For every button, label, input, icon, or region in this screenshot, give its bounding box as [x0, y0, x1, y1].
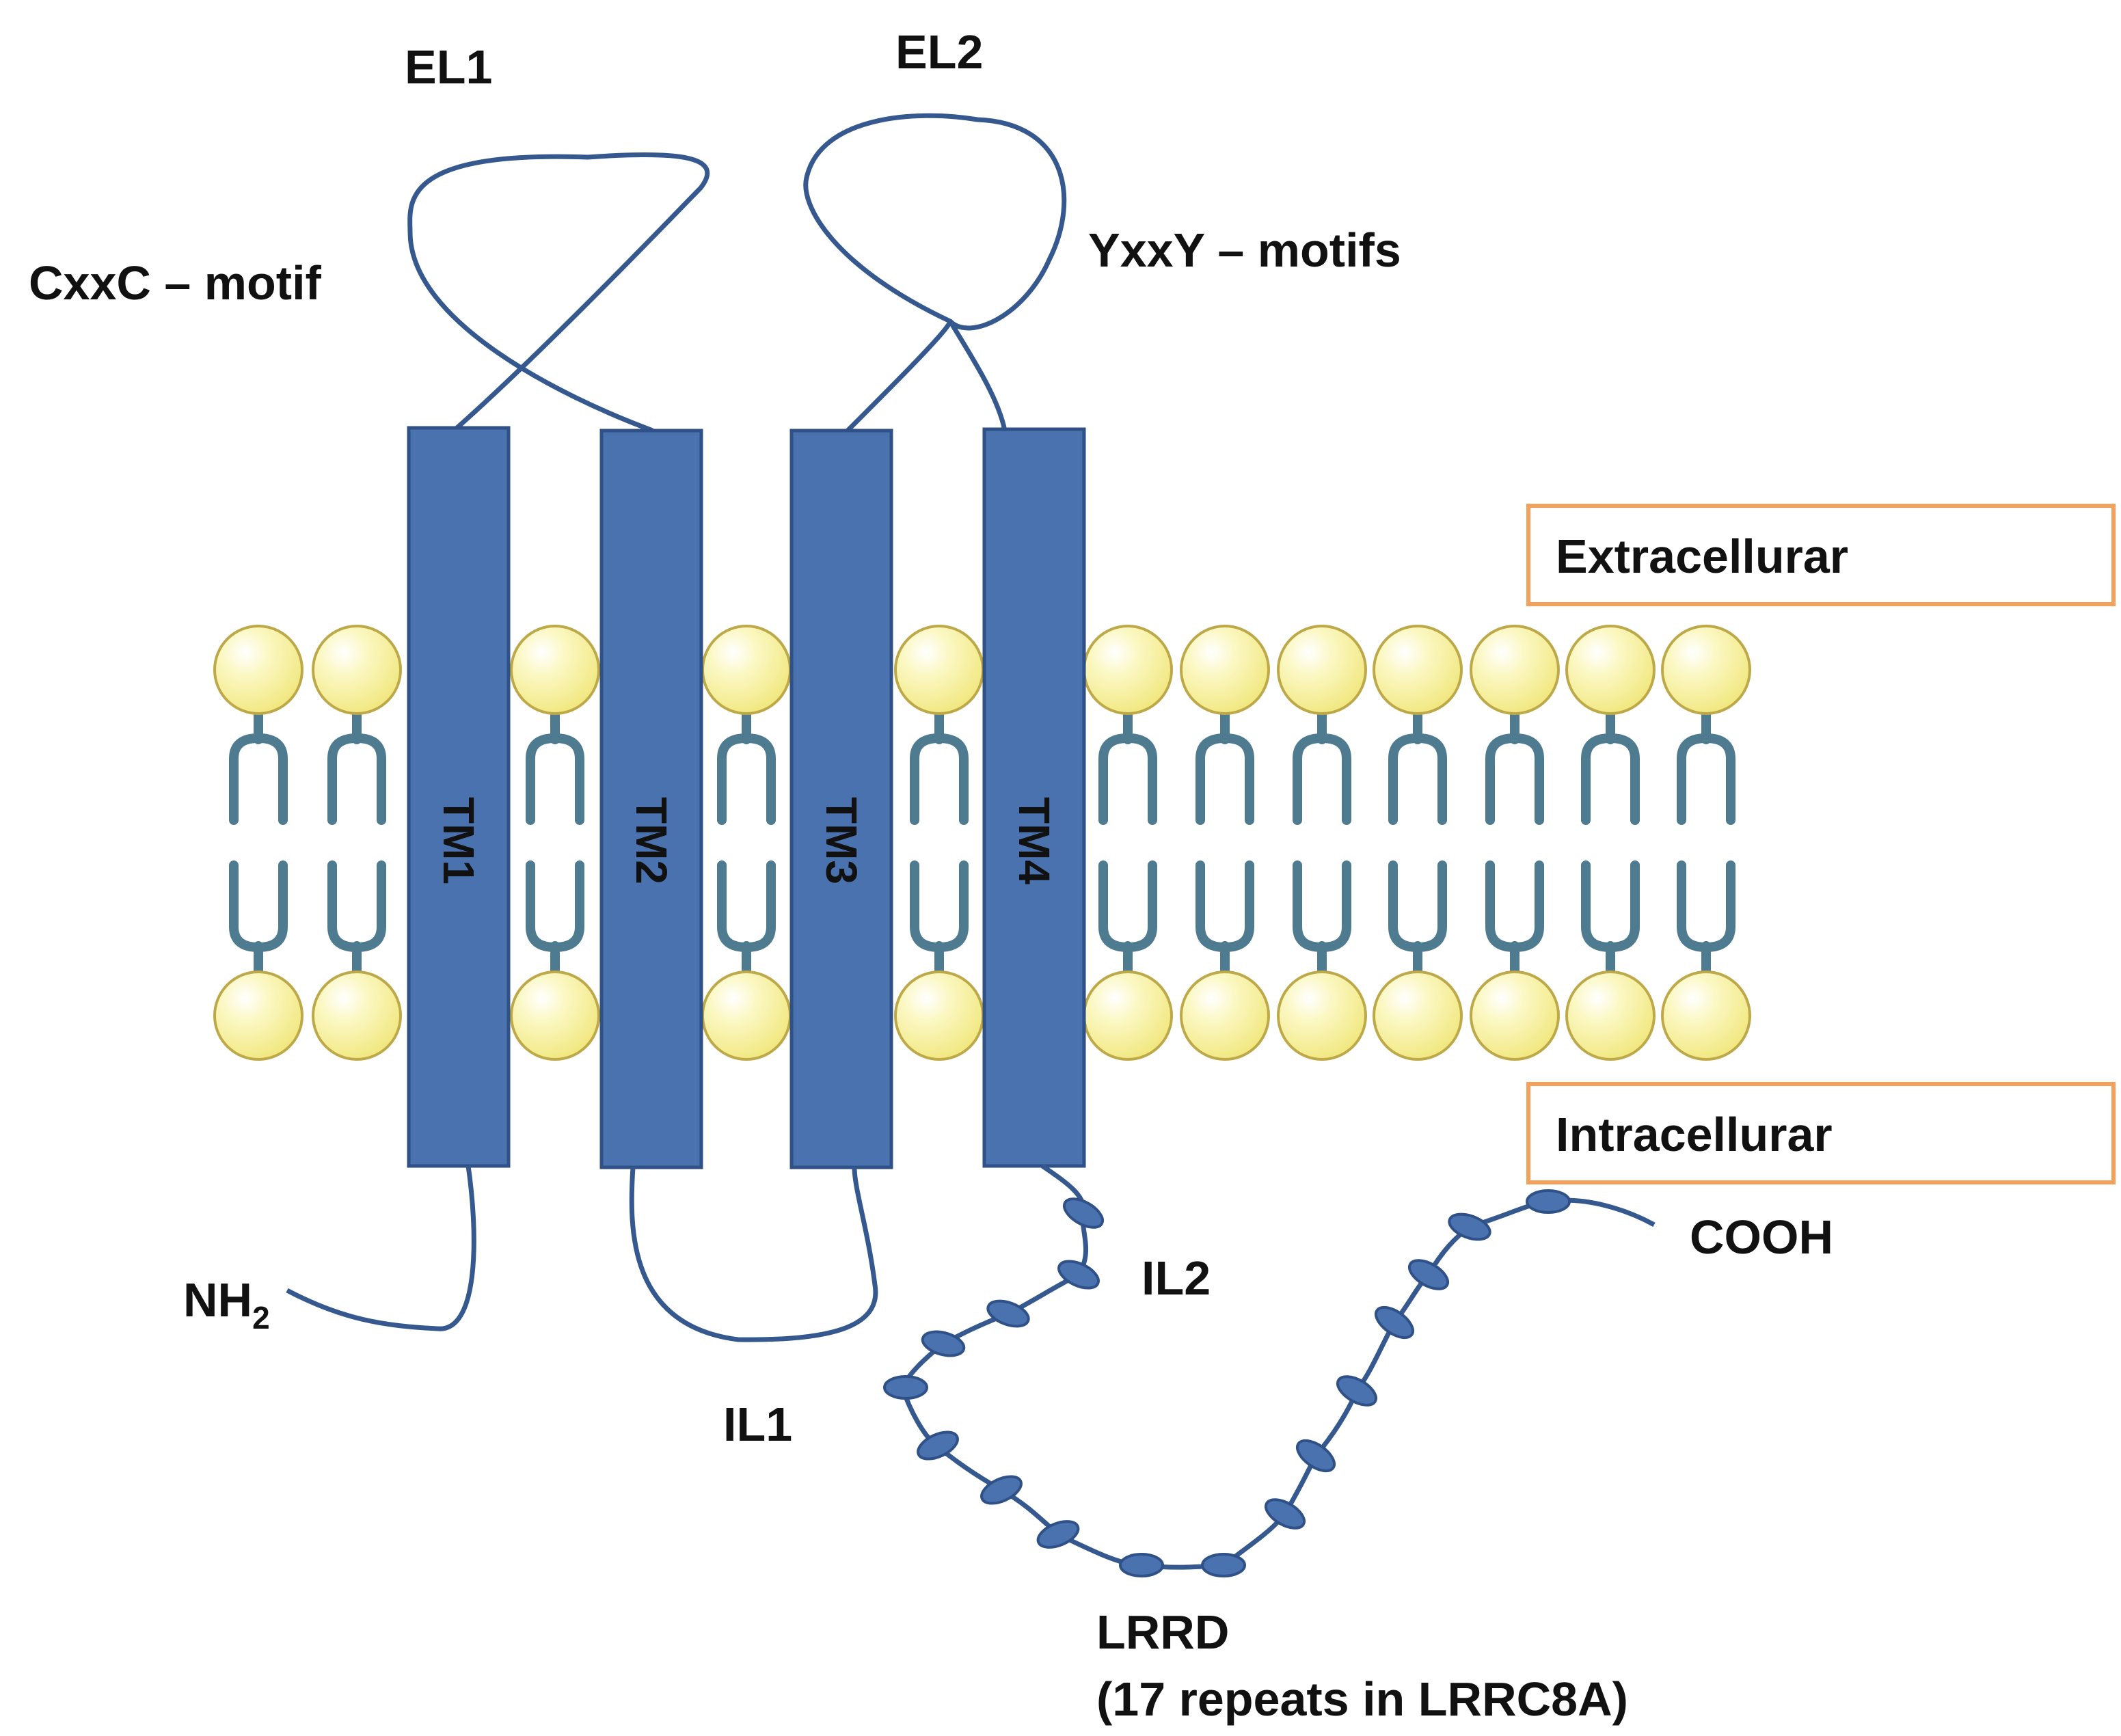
upper-lipid-head-3 [510, 625, 600, 715]
il1-loop [629, 1167, 878, 1342]
lower-lipid-tail-8 [1293, 860, 1351, 977]
upper-lipid-tail-6 [1098, 709, 1157, 825]
upper-lipid-head-5 [894, 625, 984, 715]
intracellular-label: Intracellurar [1556, 1108, 1833, 1161]
il2-label: IL2 [1141, 1251, 1211, 1305]
lrr-bead-13 [1336, 1375, 1378, 1407]
extracellular-label: Extracellurar [1556, 530, 1848, 583]
lrrd-label: LRRD [1096, 1605, 1229, 1659]
el1-label: EL1 [405, 40, 492, 94]
lrr-bead-12 [1295, 1439, 1336, 1473]
tm1-label: TM1 [434, 797, 483, 884]
lower-lipid-tail-10 [1485, 860, 1544, 977]
lower-lipid-head-1 [213, 971, 303, 1061]
upper-lipid-tail-8 [1293, 709, 1351, 825]
lower-lipid-head-7 [1180, 971, 1270, 1061]
lrr-bead-7 [980, 1475, 1023, 1505]
el1-loop [407, 152, 710, 433]
tm3-label: TM3 [817, 797, 866, 884]
lrr-bead-4 [921, 1330, 966, 1357]
upper-lipid-tail-1 [229, 709, 288, 825]
tm2-label: TM2 [627, 797, 676, 884]
upper-lipid-tail-2 [327, 709, 386, 825]
lower-lipid-head-9 [1373, 971, 1463, 1061]
upper-lipid-head-10 [1470, 625, 1560, 715]
nh2-label: NH2 [183, 1273, 270, 1335]
transmembrane-helices: TM1 TM2 TM3 TM4 [407, 426, 1086, 1169]
lower-lipid-tail-1 [229, 860, 288, 977]
nh2-subscript: 2 [252, 1300, 270, 1335]
tm2-helix [599, 429, 703, 1169]
lower-lipid-tail-6 [1098, 860, 1157, 977]
lower-lipid-head-3 [510, 971, 600, 1061]
lrr-bead-2 [1057, 1260, 1100, 1290]
lrr-bead-9 [1119, 1553, 1164, 1577]
upper-lipid-head-2 [312, 625, 402, 715]
lower-lipid-tail-5 [910, 860, 969, 977]
lower-lipid-tail-12 [1677, 860, 1735, 977]
lower-lipid-head-6 [1083, 971, 1173, 1061]
lower-lipid-head-12 [1661, 971, 1751, 1061]
lower-lipid-tail-2 [327, 860, 386, 977]
upper-lipid-head-8 [1277, 625, 1367, 715]
lrr-bead-1 [1062, 1197, 1105, 1229]
n-terminus-chain [286, 1165, 476, 1331]
lrr-bead-17 [1526, 1189, 1571, 1214]
upper-lipid-head-7 [1180, 625, 1270, 715]
il1-label: IL1 [723, 1398, 792, 1451]
lrrd-repeats-label: (17 repeats in LRRC8A) [1096, 1672, 1628, 1726]
upper-lipid-tail-9 [1388, 709, 1447, 825]
upper-lipid-tail-4 [717, 709, 776, 825]
intracellular-box [1526, 1082, 2116, 1184]
lrr-bead-16 [1448, 1212, 1491, 1241]
lower-lipid-tail-11 [1581, 860, 1640, 977]
upper-lipid-tail-3 [526, 709, 584, 825]
lrr-bead-11 [1264, 1498, 1306, 1530]
upper-lipid-tail-12 [1677, 709, 1735, 825]
cooh-label: COOH [1690, 1210, 1833, 1264]
upper-lipid-tail-5 [910, 709, 969, 825]
lower-lipid-head-8 [1277, 971, 1367, 1061]
lrr-bead-5 [883, 1375, 928, 1400]
el2-label: EL2 [895, 25, 983, 79]
tm3-helix [789, 429, 893, 1169]
upper-lipid-head-4 [701, 625, 792, 715]
lower-lipid-tail-3 [526, 860, 584, 977]
lrr-bead-3 [986, 1299, 1030, 1328]
el2-loop [803, 113, 1067, 433]
upper-lipid-head-9 [1373, 625, 1463, 715]
lrr-bead-15 [1407, 1259, 1450, 1290]
tm1-helix [407, 426, 511, 1168]
tm4-helix [982, 427, 1086, 1168]
yxxy-motif-label: YxxY – motifs [1088, 223, 1401, 277]
lower-lipid-head-4 [701, 971, 792, 1061]
lower-lipid-head-11 [1565, 971, 1656, 1061]
upper-lipid-tail-11 [1581, 709, 1640, 825]
tm4-label: TM4 [1010, 797, 1059, 884]
lrr-bead-14 [1374, 1305, 1415, 1340]
lower-lipid-head-5 [894, 971, 984, 1061]
upper-lipid-tail-10 [1485, 709, 1544, 825]
upper-lipid-head-12 [1661, 625, 1751, 715]
upper-lipid-head-11 [1565, 625, 1656, 715]
nh2-main: NH [183, 1273, 252, 1327]
lipid-bilayer [213, 625, 1751, 1061]
upper-lipid-head-6 [1083, 625, 1173, 715]
extracellular-box [1526, 504, 2116, 606]
upper-lipid-tail-7 [1195, 709, 1254, 825]
lrr-bead-10 [1201, 1553, 1246, 1577]
lower-lipid-tail-7 [1195, 860, 1254, 977]
lrr-bead-8 [1036, 1520, 1080, 1549]
lrr-repeat-beads [883, 1189, 1571, 1577]
lower-lipid-tail-9 [1388, 860, 1447, 977]
cxxc-motif-label: CxxC – motif [29, 256, 322, 310]
lower-lipid-head-10 [1470, 971, 1560, 1061]
lrr-bead-6 [917, 1430, 959, 1461]
upper-lipid-head-1 [213, 625, 303, 715]
lower-lipid-tail-4 [717, 860, 776, 977]
lower-lipid-head-2 [312, 971, 402, 1061]
